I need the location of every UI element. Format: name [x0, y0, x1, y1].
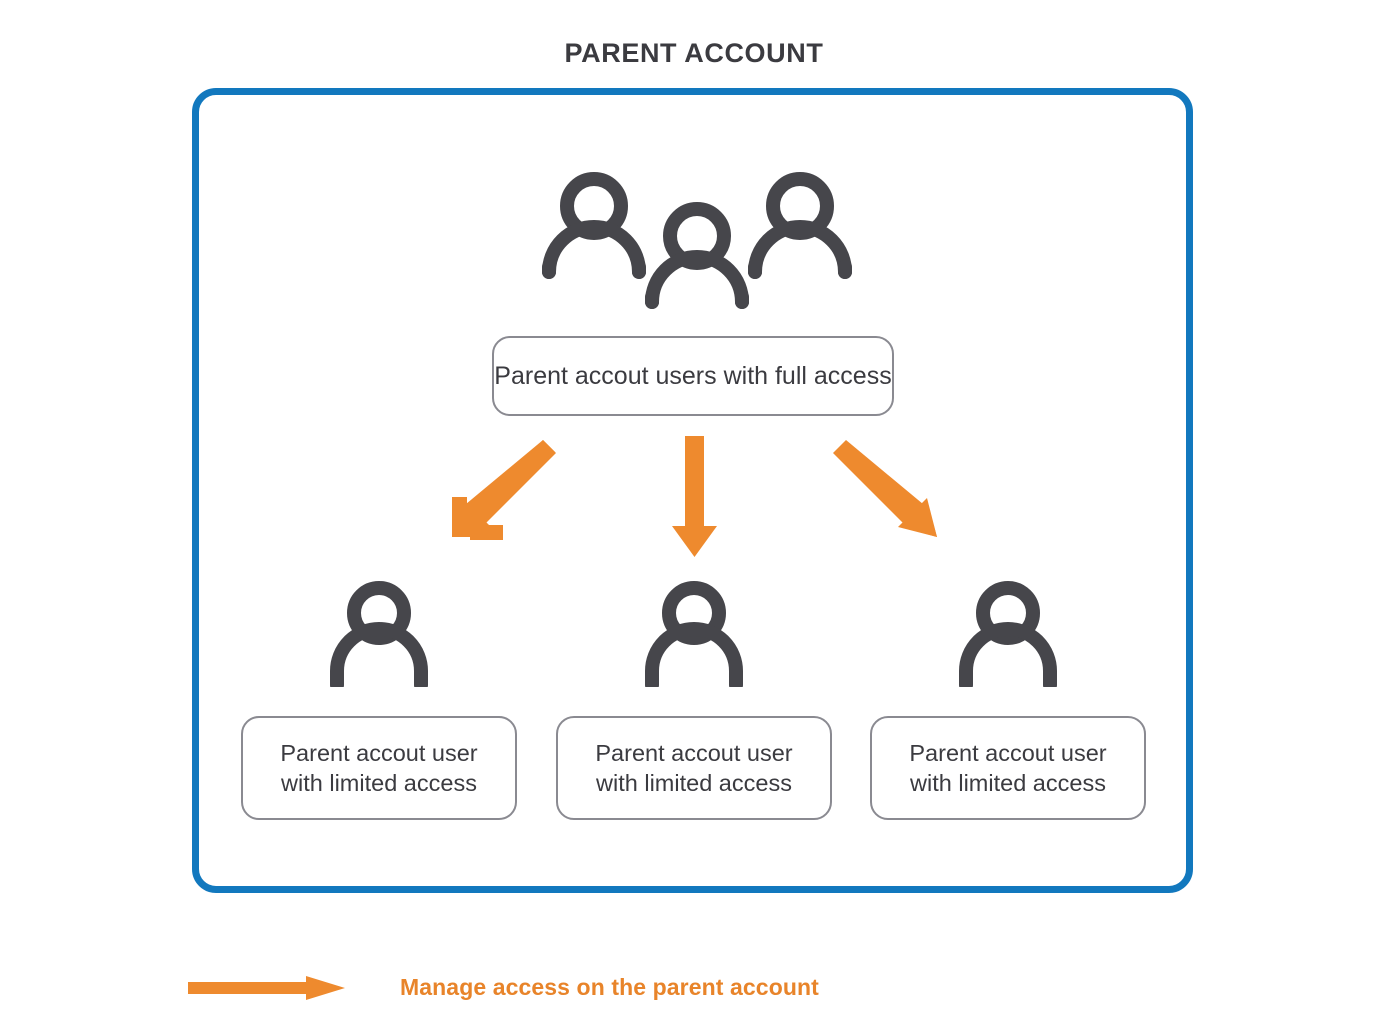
person-icon — [330, 581, 428, 687]
limited-access-label-text: Parent accout user with limited access — [595, 738, 792, 798]
limited-access-label-line2: with limited access — [910, 770, 1106, 796]
legend-label: Manage access on the parent account — [400, 974, 819, 1000]
limited-access-label-text: Parent accout user with limited access — [280, 738, 477, 798]
limited-access-label-line1: Parent accout user — [280, 739, 478, 766]
limited-access-label-text: Parent accout user with limited access — [909, 738, 1106, 798]
limited-access-label-box: Parent accout user with limited access — [556, 716, 832, 820]
full-access-label-box: Parent accout users with full access — [492, 336, 894, 416]
legend: Manage access on the parent account — [188, 962, 1088, 1016]
limited-access-label-line1: Parent accout user — [909, 739, 1107, 766]
page-title: PARENT ACCOUNT — [564, 38, 824, 68]
full-access-label-text: Parent accout users with full access — [494, 362, 892, 390]
users-group-icon — [542, 172, 852, 309]
limited-access-label-box: Parent accout user with limited access — [241, 716, 517, 820]
person-icon — [959, 581, 1057, 687]
limited-access-label-line2: with limited access — [596, 770, 792, 796]
limited-access-label-line2: with limited access — [281, 770, 477, 796]
person-icon — [645, 581, 743, 687]
limited-access-label-box: Parent accout user with limited access — [870, 716, 1146, 820]
limited-access-label-line1: Parent accout user — [595, 739, 793, 766]
right-arrow-icon — [188, 976, 345, 1000]
